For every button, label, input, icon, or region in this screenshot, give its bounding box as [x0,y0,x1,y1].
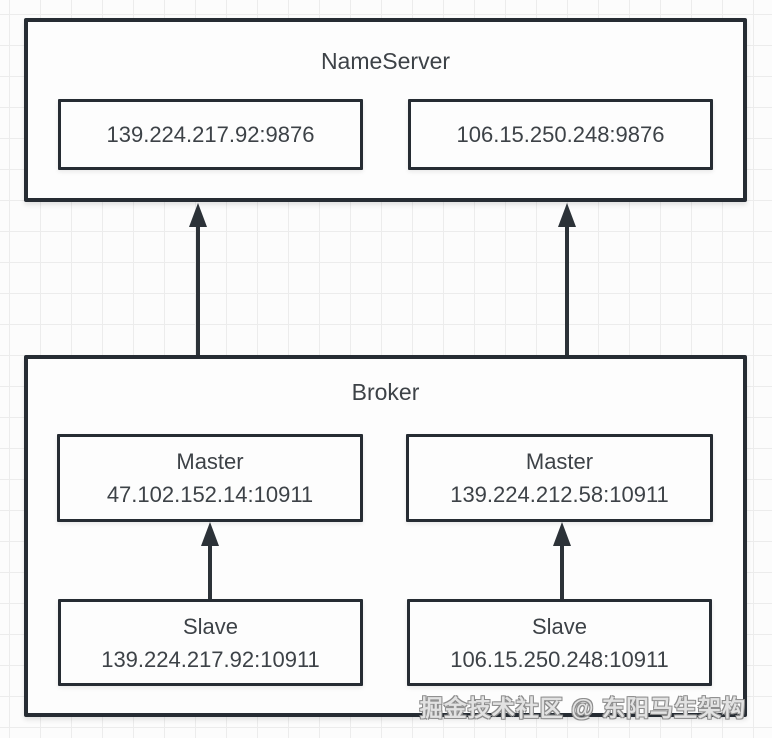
broker-master-node-1: Master 47.102.152.14:10911 [57,434,363,522]
broker-master-node-1-role: Master [176,449,244,474]
nameserver-node-2-address: 106.15.250.248:9876 [456,122,665,147]
nameserver-node-1: 139.224.217.92:9876 [58,99,363,170]
arrow-head-icon-broker-to-nameserver-left [189,203,207,227]
nameserver-title: NameServer [320,48,451,74]
arrow-head-icon-broker-to-nameserver-right [558,203,576,227]
broker-slave-node-1: Slave 139.224.217.92:10911 [58,599,363,686]
broker-title: Broker [351,379,420,405]
broker-slave-node-2: Slave 106.15.250.248:10911 [407,599,712,686]
broker-slave-node-1-address: 139.224.217.92:10911 [101,646,320,672]
watermark: 掘金技术社区 @ 东阳马生架构 [419,695,746,721]
arrow-line-slave-to-master-left [208,542,212,599]
broker-slave-node-2-address: 106.15.250.248:10911 [450,646,669,672]
broker-slave-node-1-role: Slave [182,613,239,639]
broker-master-node-2-address: 139.224.212.58:10911 [450,482,669,507]
arrow-head-icon-slave-to-master-right [553,522,571,546]
broker-master-node-1-address: 47.102.152.14:10911 [106,482,314,507]
nameserver-node-2: 106.15.250.248:9876 [408,99,713,170]
broker-slave-node-2-role: Slave [531,613,588,639]
arrow-line-broker-to-nameserver-left [196,224,200,355]
broker-group-box: Broker Master 47.102.152.14:10911 Master… [24,355,747,717]
arrow-line-slave-to-master-right [560,542,564,599]
arrow-head-icon-slave-to-master-left [201,522,219,546]
nameserver-node-1-address: 139.224.217.92:9876 [106,122,315,147]
nameserver-group-box: NameServer 139.224.217.92:9876 106.15.25… [24,18,747,202]
arrow-line-broker-to-nameserver-right [565,224,569,355]
broker-master-node-2-role: Master [525,449,594,474]
broker-master-node-2: Master 139.224.212.58:10911 [406,434,713,522]
